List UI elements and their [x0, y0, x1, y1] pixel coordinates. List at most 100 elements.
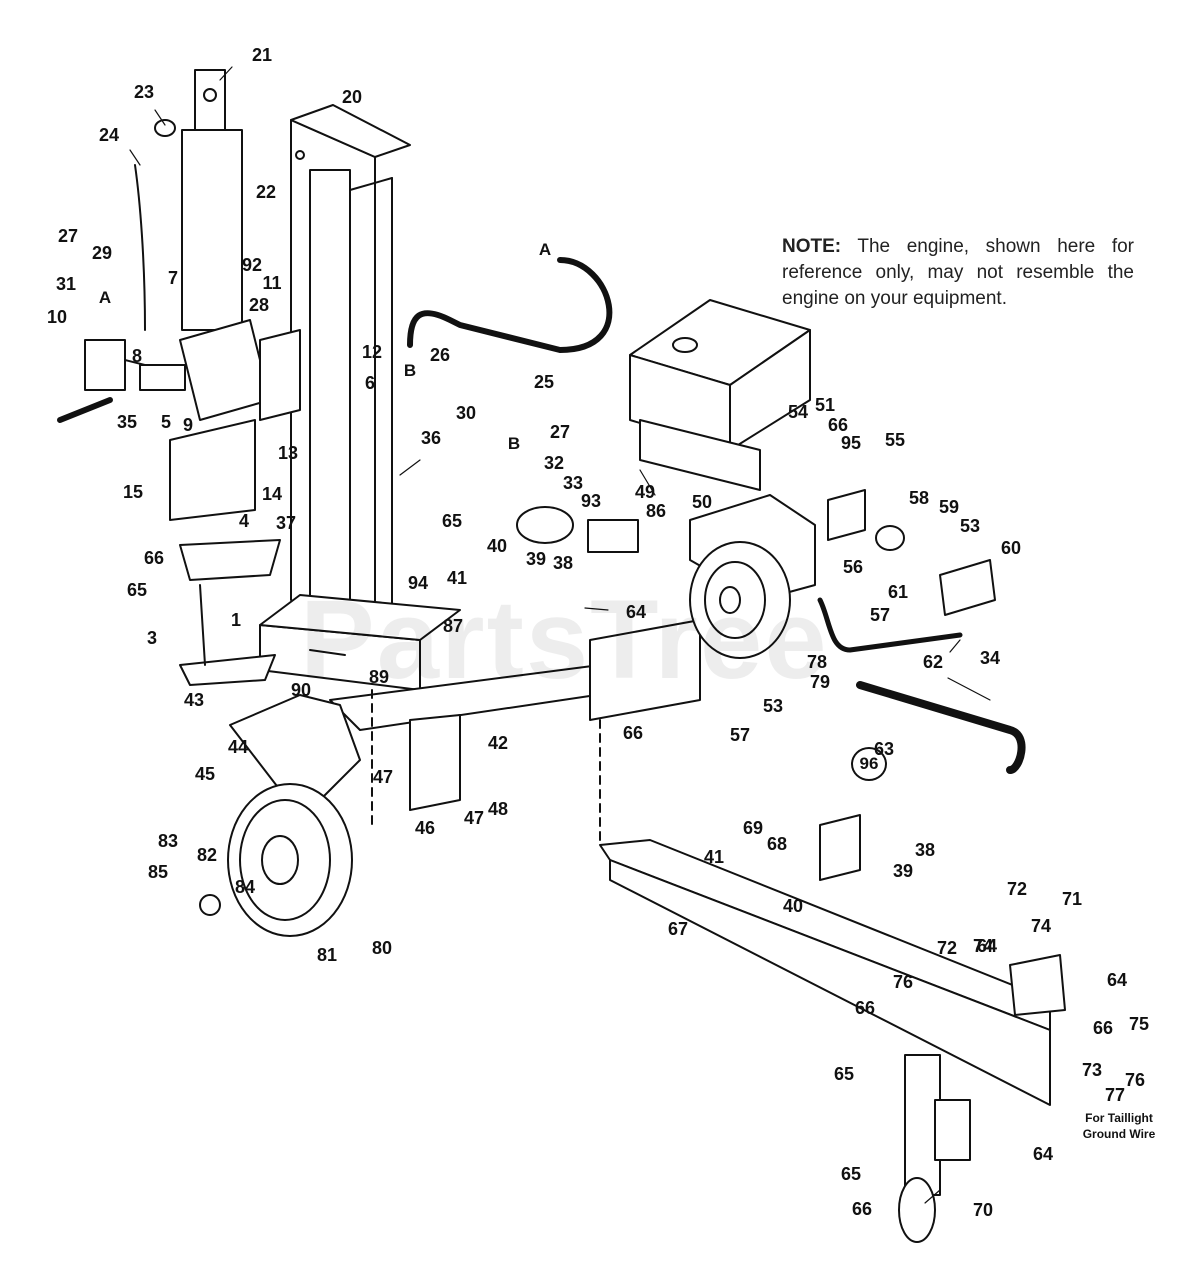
part-callout: 73 [1081, 1060, 1103, 1080]
left-wheel [199, 783, 353, 937]
part-callout: 30 [455, 403, 477, 423]
part-callout: 33 [562, 473, 584, 493]
part-callout: 8 [131, 346, 143, 366]
part-callout: 35 [116, 412, 138, 432]
note-text: The engine, shown here for reference onl… [782, 236, 1134, 309]
part-callout: 62 [922, 652, 944, 672]
part-callout: 57 [729, 725, 751, 745]
part-callout: 66 [827, 415, 849, 435]
hitch-coupler [819, 814, 1066, 1016]
part-callout: 27 [549, 422, 571, 442]
part-callout: 82 [196, 845, 218, 865]
hose-ref-a-valve: A [98, 288, 112, 307]
part-callout: 60 [1000, 538, 1022, 558]
part-callout: 4 [238, 511, 250, 531]
part-callout: 31 [55, 274, 77, 294]
part-callout: 25 [533, 372, 555, 392]
part-callout: 5 [160, 412, 172, 432]
part-callout: 68 [766, 834, 788, 854]
part-callout: 67 [667, 919, 689, 939]
part-callout: 85 [147, 862, 169, 882]
muffler-block [516, 506, 639, 553]
part-callout: 84 [234, 877, 256, 897]
part-callout: 74 [972, 936, 994, 956]
part-callout: 44 [227, 737, 249, 757]
control-valve [57, 164, 186, 423]
part-callout: 1 [230, 610, 242, 630]
part-callout: 6 [364, 373, 376, 393]
part-callout: 94 [407, 573, 429, 593]
part-callout: 24 [98, 125, 120, 145]
part-callout: 72 [1006, 879, 1028, 899]
part-callout: 81 [316, 945, 338, 965]
engine [629, 299, 811, 491]
part-callout: 59 [938, 497, 960, 517]
part-callout: 41 [446, 568, 468, 588]
part-callout: 45 [194, 764, 216, 784]
part-callout: 64 [1032, 1144, 1054, 1164]
part-callout: 83 [157, 831, 179, 851]
part-callout: 53 [959, 516, 981, 536]
part-callout: 75 [1128, 1014, 1150, 1034]
part-callout: 92 [241, 255, 263, 275]
part-callout: 65 [441, 511, 463, 531]
part-callout: 43 [183, 690, 205, 710]
part-callout: 12 [361, 342, 383, 362]
circled-part-number: 96 [851, 747, 887, 781]
part-callout: 22 [255, 182, 277, 202]
part-callout: 66 [854, 998, 876, 1018]
part-callout: 39 [525, 549, 547, 569]
part-callout: 90 [290, 680, 312, 700]
part-callout: 20 [341, 87, 363, 107]
vertical-beam [290, 104, 411, 661]
part-callout: 26 [429, 345, 451, 365]
part-callout: 80 [371, 938, 393, 958]
part-callout: 64 [625, 602, 647, 622]
hose-ref-a-top: A [538, 240, 552, 259]
taillight-ground-note: For Taillight Ground Wire [1074, 1110, 1164, 1142]
engine-note: NOTE: The engine, shown here for referen… [782, 234, 1134, 312]
part-callout: 34 [979, 648, 1001, 668]
right-wheel [689, 494, 816, 659]
part-callout: 42 [487, 733, 509, 753]
part-callout: 93 [580, 491, 602, 511]
part-callout: 51 [814, 395, 836, 415]
part-callout: 47 [463, 808, 485, 828]
main-frame [329, 619, 701, 841]
part-callout: 57 [869, 605, 891, 625]
part-callout: 46 [414, 818, 436, 838]
hoses [407, 257, 1026, 774]
part-callout: 74 [1030, 916, 1052, 936]
part-callout: 56 [842, 557, 864, 577]
part-callout: 70 [972, 1200, 994, 1220]
part-callout: 9 [182, 415, 194, 435]
hose-ref-b-top: B [403, 361, 417, 380]
part-callout: 66 [622, 723, 644, 743]
part-callout: 65 [833, 1064, 855, 1084]
part-callout: 10 [46, 307, 68, 327]
part-callout: 39 [892, 861, 914, 881]
part-callout: 65 [840, 1164, 862, 1184]
hydraulic-cylinder [154, 69, 243, 331]
tongue-beam [599, 839, 1051, 1106]
part-callout: 11 [262, 273, 282, 293]
part-callout: 71 [1061, 889, 1083, 909]
part-callout: 66 [851, 1199, 873, 1219]
part-callout: 86 [645, 501, 667, 521]
part-callout: 79 [809, 672, 831, 692]
part-callout: 38 [552, 553, 574, 573]
part-callout: 61 [887, 582, 909, 602]
part-callout: 49 [634, 482, 656, 502]
part-callout: 50 [691, 492, 713, 512]
beam-brackets [169, 319, 301, 521]
part-callout: 7 [167, 268, 179, 288]
part-callout: 63 [873, 739, 895, 759]
part-callout: 40 [486, 536, 508, 556]
part-callout: 28 [248, 295, 270, 315]
part-callout: 53 [762, 696, 784, 716]
part-callout: 38 [914, 840, 936, 860]
part-callout: 64 [1106, 970, 1128, 990]
taillight-line-2: Ground Wire [1082, 1127, 1156, 1141]
part-callout: 37 [275, 513, 297, 533]
pump-coupler [827, 489, 996, 616]
